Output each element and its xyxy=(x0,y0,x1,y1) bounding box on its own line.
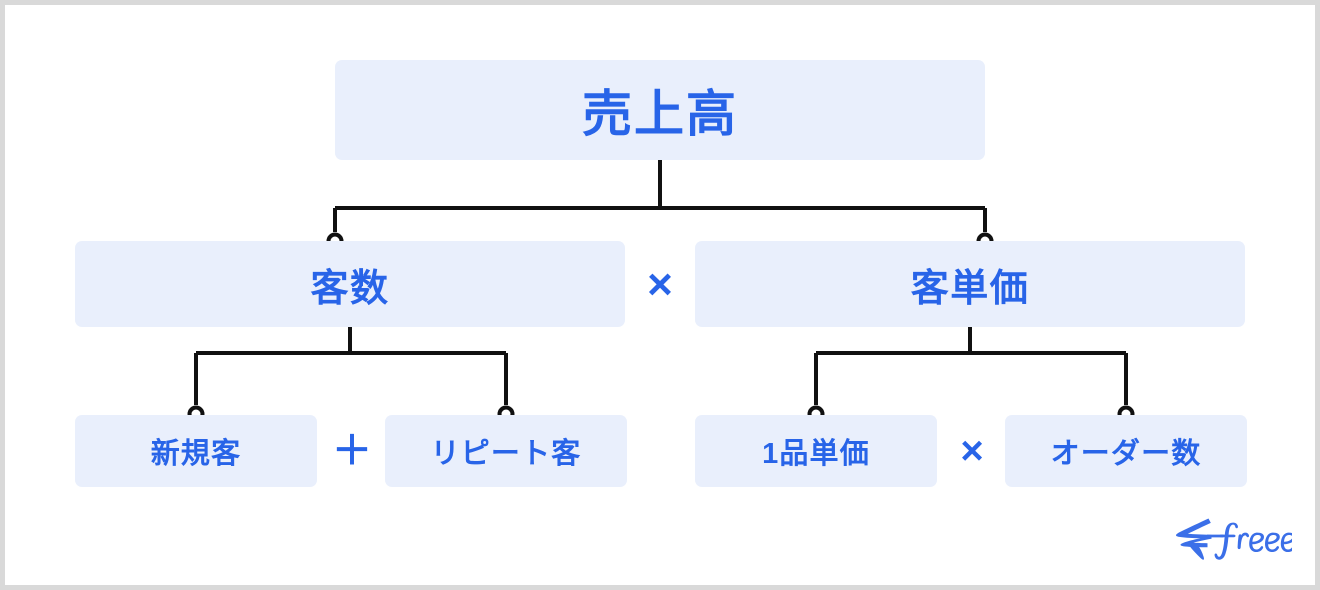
multiply-operator-icon-2: × xyxy=(960,429,984,473)
node-customers: 客数 xyxy=(75,241,625,327)
node-new-customers: 新規客 xyxy=(75,415,317,487)
freee-logo xyxy=(1167,513,1292,561)
node-order-count: オーダー数 xyxy=(1005,415,1247,487)
plus-operator-icon: ＋ xyxy=(332,429,372,473)
freee-wordmark xyxy=(1207,522,1292,560)
multiply-operator-icon: × xyxy=(647,260,673,309)
node-unit-price: 1品単価 xyxy=(695,415,937,487)
node-average-spend: 客単価 xyxy=(695,241,1245,327)
diagram-canvas: 売上高 客数 × 客単価 新規客 ＋ リピート客 1品単価 × オーダー数 xyxy=(5,5,1315,585)
swallow-bird-icon xyxy=(1176,518,1212,560)
node-sales: 売上高 xyxy=(335,60,985,160)
node-repeat-customers: リピート客 xyxy=(385,415,627,487)
